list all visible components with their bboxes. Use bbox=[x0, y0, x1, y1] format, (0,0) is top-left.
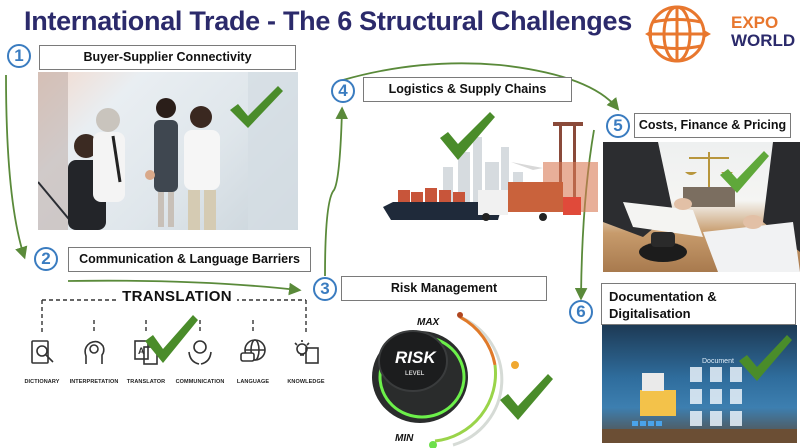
dictionary-icon bbox=[31, 340, 54, 364]
step-number-6: 6 bbox=[569, 300, 593, 324]
challenge-label-buyer-supplier: Buyer-Supplier Connectivity bbox=[39, 45, 296, 70]
svg-text:Document: Document bbox=[702, 358, 734, 365]
expo-world-logo: EXPO WORLD bbox=[643, 3, 800, 65]
checkmark-icon bbox=[230, 86, 283, 128]
challenge-label-documentation: Documentation & Digitalisation bbox=[601, 283, 796, 325]
step-number-5: 5 bbox=[606, 114, 630, 138]
page-title: International Trade - The 6 Structural C… bbox=[24, 6, 632, 36]
language-icon bbox=[240, 339, 266, 362]
checkmark-icon bbox=[720, 151, 769, 193]
digital-documents-photo: Document bbox=[602, 325, 797, 443]
cargo-ship-truck-plane-photo bbox=[383, 112, 598, 227]
svg-text:RISK: RISK bbox=[395, 348, 437, 367]
challenge-label-communication: Communication & Language Barriers bbox=[68, 247, 311, 272]
checkmark-icon bbox=[145, 315, 198, 363]
step-number-2: 2 bbox=[34, 247, 58, 271]
communication-icon bbox=[188, 340, 212, 365]
translation-item-language: LANGUAGE bbox=[223, 338, 283, 385]
challenge-label-risk-management: Risk Management bbox=[341, 276, 547, 301]
logo-text-expo: EXPO bbox=[731, 13, 779, 32]
business-handshake-photo bbox=[38, 72, 298, 230]
step-number-3: 3 bbox=[313, 277, 337, 301]
translation-item-knowledge: KNOWLEDGE bbox=[276, 338, 336, 385]
translation-item-communication: COMMUNICATION bbox=[170, 338, 230, 385]
challenge-label-costs-finance: Costs, Finance & Pricing bbox=[634, 113, 791, 138]
svg-text:MIN: MIN bbox=[395, 433, 414, 444]
svg-text:A: A bbox=[138, 346, 145, 356]
svg-text:MAX: MAX bbox=[417, 317, 441, 328]
translation-graphic: TRANSLATION DICTIONARY INTERPRETATION A … bbox=[22, 288, 332, 388]
svg-text:LEVEL: LEVEL bbox=[405, 371, 425, 377]
translation-title: TRANSLATION bbox=[22, 288, 332, 305]
step-number-1: 1 bbox=[7, 44, 31, 68]
knowledge-icon bbox=[294, 340, 319, 364]
contract-signing-scales-photo bbox=[603, 142, 800, 272]
globe-icon bbox=[645, 5, 711, 63]
interpretation-icon bbox=[84, 340, 105, 364]
checkmark-icon bbox=[440, 112, 495, 160]
risk-level-dial: RISK LEVEL MAX MIN bbox=[365, 305, 525, 448]
translation-item-dictionary: DICTIONARY bbox=[12, 338, 72, 385]
logo-text-world: WORLD bbox=[731, 31, 796, 50]
translation-item-interpretation: INTERPRETATION bbox=[64, 338, 124, 385]
challenge-label-logistics: Logistics & Supply Chains bbox=[363, 77, 572, 102]
step-number-4: 4 bbox=[331, 79, 355, 103]
checkmark-icon bbox=[500, 374, 553, 420]
checkmark-icon bbox=[739, 335, 792, 381]
